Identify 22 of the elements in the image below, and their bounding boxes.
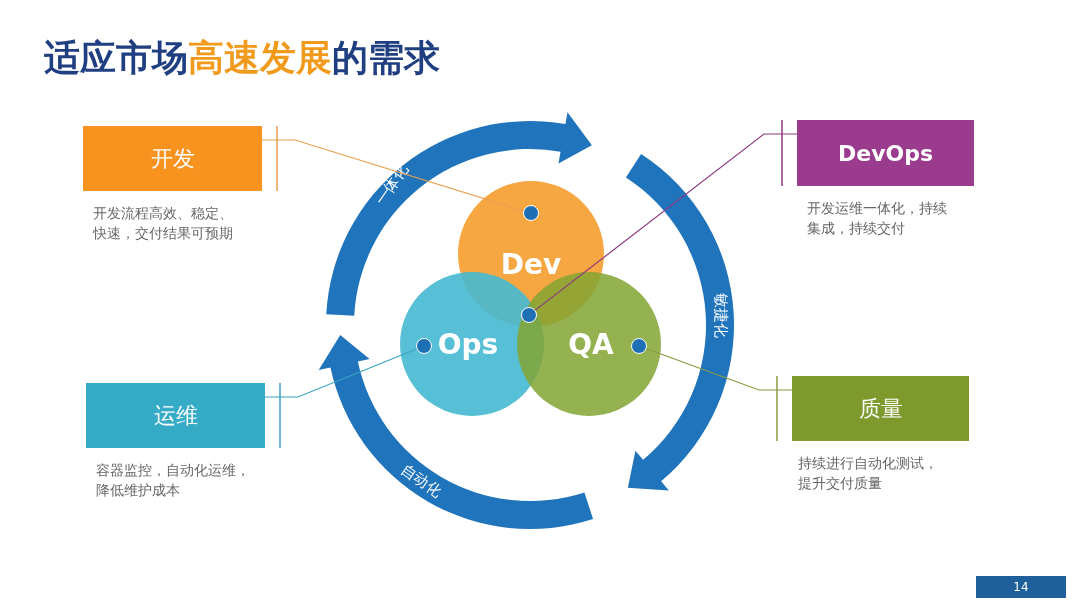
description-text: 开发流程高效、稳定、快速，交付结果可预期 <box>93 204 234 243</box>
box-label: DevOps <box>837 140 934 166</box>
circle-label: QA <box>568 327 614 361</box>
box-label: 开发 <box>150 144 195 173</box>
box-label: 运维 <box>153 401 198 430</box>
arrow-label: 敏捷化 <box>710 292 730 338</box>
description-text: 开发运维一体化，持续集成，持续交付 <box>807 199 948 238</box>
box-label: 质量 <box>858 394 903 423</box>
leader-line <box>534 133 798 311</box>
dot-marker <box>523 205 539 221</box>
title: 适应市场高速发展的需求 <box>44 36 440 80</box>
circle-label: Ops <box>437 327 499 361</box>
dot-marker <box>416 338 432 354</box>
circle-label: Dev <box>500 247 562 281</box>
description-text: 容器监控，自动化运维，降低维护成本 <box>96 461 251 500</box>
leader-line <box>261 139 524 212</box>
page-number: 14 <box>976 576 1066 598</box>
arrow-label: 自动化 <box>397 460 445 502</box>
dot-marker <box>631 338 647 354</box>
description-text: 持续进行自动化测试，提升交付质量 <box>798 454 939 493</box>
leader-line <box>264 348 418 398</box>
leader-line <box>645 348 793 391</box>
